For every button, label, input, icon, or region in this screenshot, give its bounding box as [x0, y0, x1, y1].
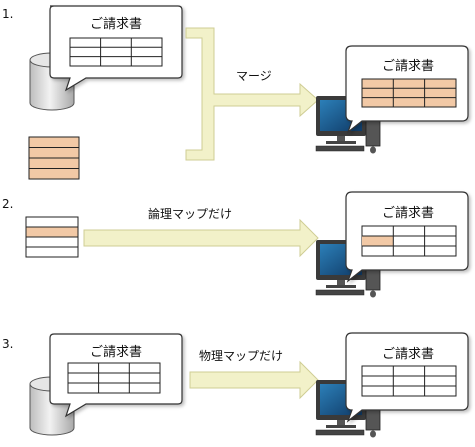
invoice-title: ご請求書	[90, 16, 142, 32]
merge-arrow	[185, 27, 319, 161]
map-table	[25, 216, 79, 258]
section-2: 2. 論理マップだけ ご請求書	[2, 191, 469, 298]
arrow-label: 物理マップだけ	[199, 349, 283, 363]
logical-map-arrow	[83, 218, 319, 258]
section-number: 1.	[2, 7, 13, 21]
invoice-title: ご請求書	[382, 346, 434, 362]
arrow-label: マージ	[236, 69, 272, 83]
invoice-title: ご請求書	[90, 344, 142, 360]
output-invoice: ご請求書	[345, 45, 469, 134]
invoice-document: ご請求書	[49, 333, 183, 418]
invoice-table	[361, 365, 457, 397]
section-1: 1. ご請求書 マージ	[2, 5, 469, 180]
output-invoice: ご請求書	[345, 191, 469, 283]
invoice-table	[361, 78, 457, 108]
section-number: 2.	[2, 197, 13, 211]
arrow-label: 論理マップだけ	[148, 206, 232, 221]
output-invoice: ご請求書	[345, 332, 469, 423]
invoice-title: ご請求書	[382, 205, 434, 221]
map-table	[28, 136, 80, 180]
physical-map-arrow	[189, 360, 319, 400]
invoice-title: ご請求書	[382, 58, 434, 74]
invoice-table	[69, 37, 163, 67]
invoice-document: ご請求書	[49, 5, 183, 92]
invoice-table	[361, 225, 457, 257]
invoice-table	[67, 362, 161, 394]
section-3: 3. ご請求書 物理マップだけ	[2, 332, 469, 438]
section-number: 3.	[2, 337, 13, 351]
